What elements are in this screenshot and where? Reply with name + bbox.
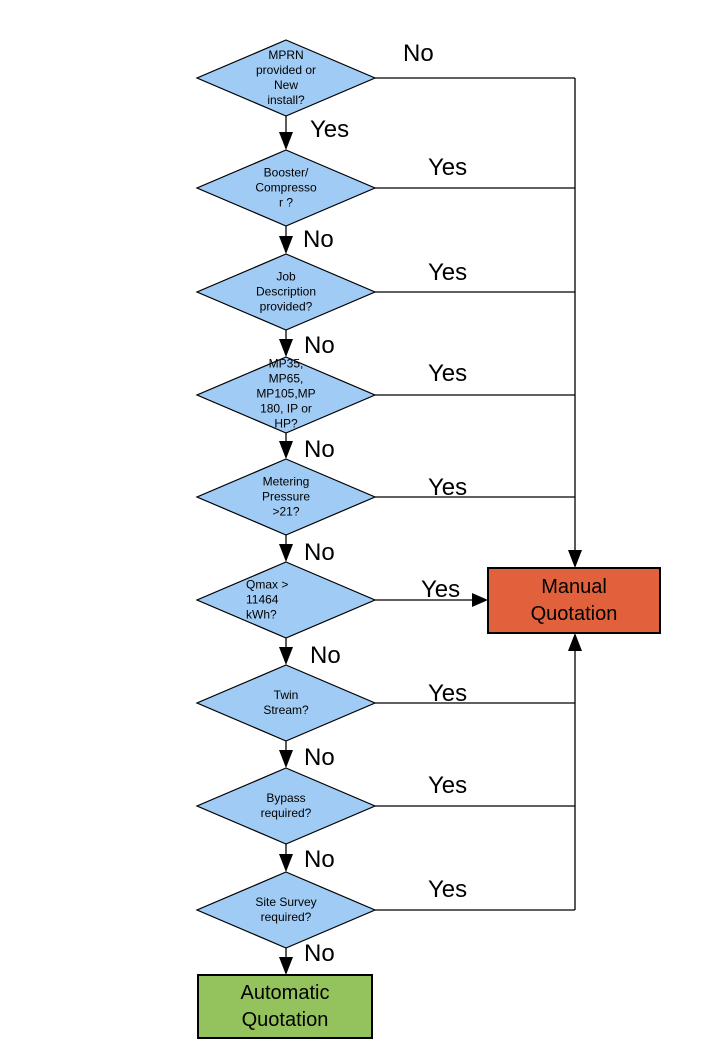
edge-label-mp-down: No: [304, 436, 335, 463]
edge-label-bypass-right: Yes: [428, 772, 468, 799]
arrowhead-booster-down: [279, 236, 293, 254]
arrowhead-mp-down: [279, 441, 293, 459]
arrowhead-mprn-down: [279, 132, 293, 150]
arrowhead-pressure-down: [279, 544, 293, 562]
edge-label-pressure-right: Yes: [428, 474, 468, 501]
edge-label-mprn-right: No: [403, 40, 434, 67]
decision-shape-booster: [195, 149, 377, 227]
decision-shape-qmax: [195, 561, 377, 639]
edge-label-twin-down: No: [304, 744, 335, 771]
edge-label-bypass-down: No: [304, 846, 335, 873]
arrowhead-survey-down: [279, 957, 293, 975]
edge-label-job-down: No: [304, 332, 335, 359]
decision-shape-twin: [195, 664, 377, 742]
decision-label-booster: Booster/ Compresso r ?: [255, 165, 317, 210]
decision-shape-survey: [195, 871, 377, 949]
edge-label-qmax-right: Yes: [421, 576, 461, 603]
edge-label-survey-right: Yes: [428, 876, 468, 903]
arrowhead-twin-down: [279, 750, 293, 768]
decision-shape-pressure: [195, 458, 377, 536]
terminal-label-automatic: Automatic Quotation: [240, 981, 330, 1031]
edge-label-job-right: Yes: [428, 259, 468, 286]
decision-label-survey: Site Survey required?: [255, 895, 317, 924]
decision-label-twin: Twin Stream?: [263, 688, 309, 717]
edge-label-qmax-down: No: [310, 642, 341, 669]
edge-label-mp-right: Yes: [428, 360, 468, 387]
decision-label-bypass: Bypass required?: [260, 791, 312, 820]
arrowhead-qmax-right: [472, 593, 488, 607]
decision-shape-job: [195, 253, 377, 331]
decision-label-qmax: Qmax > 11464 kWh?: [246, 577, 289, 622]
edge-label-survey-down: No: [304, 940, 335, 967]
decision-label-job: Job Description provided?: [255, 269, 317, 314]
arrowhead-qmax-down: [279, 647, 293, 665]
decision-label-mp: MP35, MP65, MP105,MP 180, IP or HP?: [256, 356, 316, 431]
edge-label-pressure-down: No: [304, 539, 335, 566]
arrowhead-job-down: [279, 339, 293, 357]
arrowhead-trunk-bottom: [568, 633, 582, 651]
edge-label-booster-down: No: [303, 226, 334, 253]
decision-shape-mprn: [195, 39, 377, 117]
edge-label-twin-right: Yes: [428, 680, 468, 707]
terminal-shape-automatic: [197, 974, 373, 1039]
decision-label-pressure: Metering Pressure >21?: [261, 474, 311, 519]
decision-shape-bypass: [195, 767, 377, 845]
terminal-shape-manual: [487, 567, 661, 634]
terminal-label-manual: Manual Quotation: [530, 575, 618, 625]
decision-label-mprn: MPRN provided or New install?: [255, 48, 317, 107]
edge-label-booster-right: Yes: [428, 154, 468, 181]
arrowhead-bypass-down: [279, 854, 293, 872]
decision-shape-mp: [195, 356, 377, 434]
arrowhead-trunk-top: [568, 550, 582, 568]
edge-label-mprn-down: Yes: [310, 116, 350, 143]
